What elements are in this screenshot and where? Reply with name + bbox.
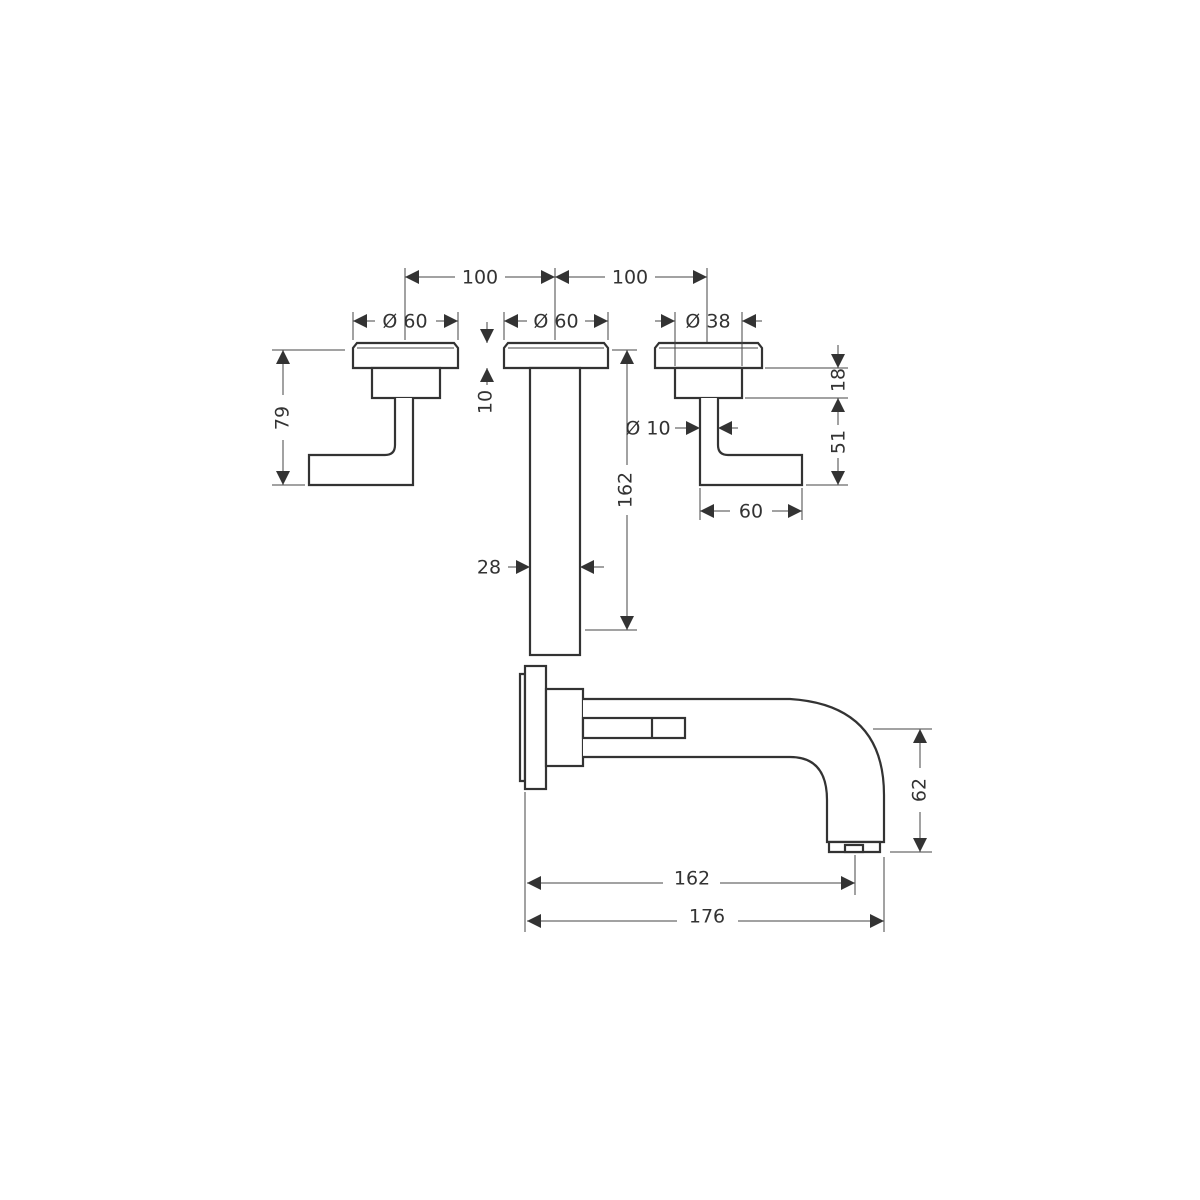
dim-lever-length: 60 xyxy=(739,501,763,523)
dim-spout-height: 62 xyxy=(909,778,931,802)
spout-dimensions: 62 162 176 xyxy=(524,728,932,932)
dim-rosette-thickness: 10 xyxy=(475,390,497,414)
dim-sleeve-height: 18 xyxy=(828,368,850,392)
dim-lever-height: 51 xyxy=(828,430,850,454)
dim-100-right: 100 xyxy=(612,267,648,289)
dim-lever-diameter: Ø 10 xyxy=(625,418,670,440)
dim-left-height: 79 xyxy=(272,406,294,430)
left-handle xyxy=(307,341,460,487)
dim-projection-total: 176 xyxy=(689,906,725,928)
spout-rosette-and-pipe xyxy=(502,341,610,657)
dim-center-diameter: Ø 60 xyxy=(533,311,578,333)
spout-side-view xyxy=(518,664,886,854)
center-dimensions: Ø 60 10 162 28 xyxy=(475,311,637,631)
dim-pipe-length: 162 xyxy=(615,472,637,508)
left-handle-dimensions: 100 100 Ø 60 79 xyxy=(272,267,708,486)
dim-right-diameter: Ø 38 xyxy=(685,311,730,333)
right-handle-dimensions: Ø 38 Ø 10 60 18 51 xyxy=(625,311,849,523)
dim-pipe-diameter: 28 xyxy=(477,557,501,579)
right-handle xyxy=(653,341,804,487)
dim-left-diameter: Ø 60 xyxy=(382,311,427,333)
dim-projection-outlet: 162 xyxy=(674,868,710,890)
dim-100-left: 100 xyxy=(462,267,498,289)
